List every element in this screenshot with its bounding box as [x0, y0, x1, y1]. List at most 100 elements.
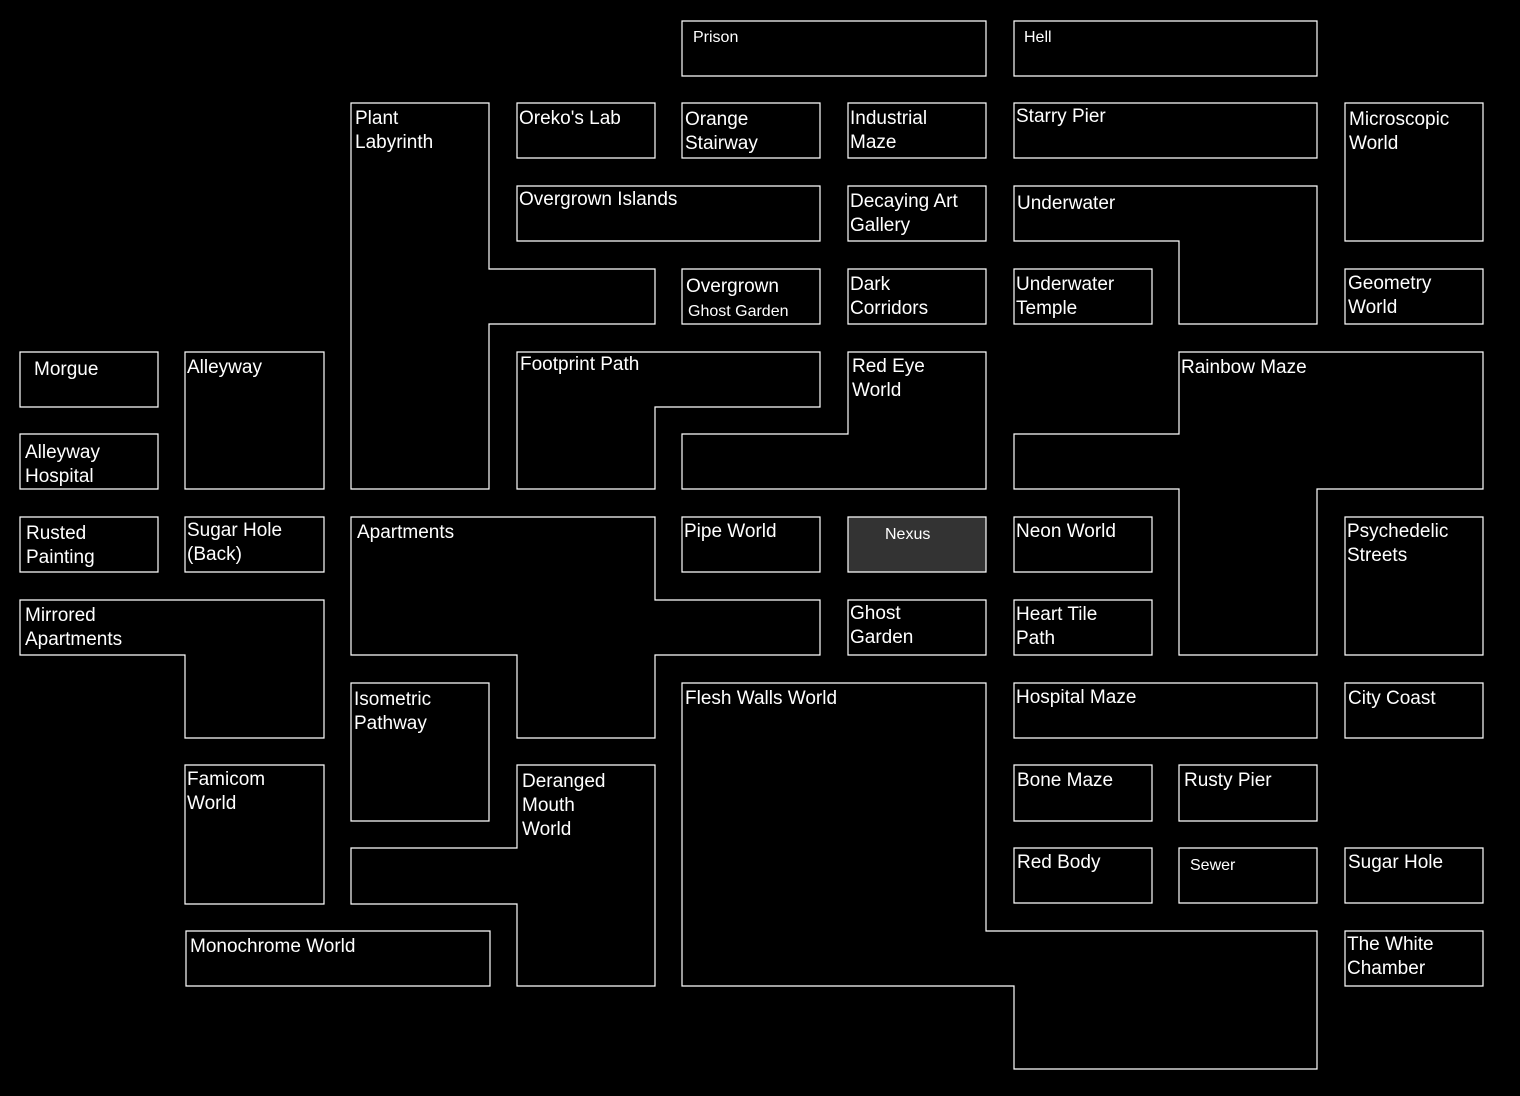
- room-label: Monochrome World: [190, 936, 355, 957]
- room-label-line: Hospital Maze: [1016, 687, 1136, 708]
- room-outline: [1344, 102, 1484, 242]
- room-label-line: Apartments: [357, 522, 454, 543]
- room-outline: [19, 599, 325, 739]
- room-outline: [184, 351, 325, 490]
- map-room-apartments: Apartments: [350, 516, 821, 739]
- map-room-orekos-lab: Oreko's Lab: [516, 102, 656, 159]
- room-label-line: Hospital: [25, 466, 94, 487]
- room-outline: [681, 516, 821, 573]
- room-label-line: Overgrown Islands: [519, 189, 677, 210]
- room-outline: [1178, 847, 1318, 904]
- room-label-line: Decaying Art: [850, 191, 958, 212]
- map-room-sugar-hole: Sugar Hole: [1344, 847, 1484, 904]
- room-label: Flesh Walls World: [685, 688, 837, 709]
- map-room-morgue: Morgue: [19, 351, 159, 408]
- room-outline: [1013, 764, 1153, 822]
- room-label: Red Body: [1017, 852, 1101, 873]
- room-label-line: Microscopic: [1349, 109, 1449, 130]
- room-outline: [516, 351, 821, 490]
- room-label-line: Deranged: [522, 771, 605, 792]
- room-label-line: Pipe World: [684, 521, 777, 542]
- room-label-line: Psychedelic: [1347, 521, 1448, 542]
- room-outline: [1344, 930, 1484, 987]
- room-label: Bone Maze: [1017, 770, 1113, 791]
- room-label-line: Alleyway: [187, 357, 262, 378]
- room-outline: [350, 516, 821, 739]
- room-label: Footprint Path: [520, 354, 639, 375]
- room-outline: [185, 930, 491, 987]
- room-label-line: (Back): [187, 544, 242, 565]
- room-label-line: Red Body: [1017, 852, 1101, 873]
- map-room-sugar-hole-back: Sugar Hole (Back): [184, 516, 325, 573]
- map-room-bone-maze: Bone Maze: [1013, 764, 1153, 822]
- room-outline: [516, 102, 656, 159]
- room-label: Apartments: [357, 522, 454, 543]
- room-outline: [184, 516, 325, 573]
- room-outline: [847, 599, 987, 656]
- room-label-line: Overgrown: [686, 276, 779, 297]
- room-label-line: World: [1349, 133, 1398, 154]
- room-outline: [681, 351, 987, 490]
- room-outline: [1013, 185, 1318, 325]
- room-label-line: Rusty Pier: [1184, 770, 1272, 791]
- room-label-line: Monochrome World: [190, 936, 355, 957]
- room-label-line: Sugar Hole: [187, 520, 282, 541]
- room-outline: [1178, 764, 1318, 822]
- room-label-line: Red Eye: [852, 356, 925, 377]
- room-label-line: Alleyway: [25, 442, 100, 463]
- map-room-underwater: Underwater: [1013, 185, 1318, 325]
- room-label: Oreko's Lab: [519, 108, 621, 129]
- room-label-line: Underwater: [1017, 193, 1116, 214]
- room-label-line: Nexus: [885, 526, 930, 543]
- room-label-line: City Coast: [1348, 688, 1436, 709]
- map-room-nexus: Nexus: [847, 516, 987, 573]
- room-label-line: Plant: [355, 108, 399, 129]
- room-label: Morgue: [34, 359, 98, 380]
- map-room-flesh-walls-world: Flesh Walls World: [681, 682, 1318, 1070]
- room-label-line: Oreko's Lab: [519, 108, 621, 129]
- room-outline: [1013, 268, 1153, 325]
- room-outline: [19, 351, 159, 408]
- room-label-line: Dark: [850, 274, 891, 295]
- room-outline: [19, 433, 159, 490]
- room-outline: [516, 185, 821, 242]
- map-room-footprint-path: Footprint Path: [516, 351, 821, 490]
- room-outline: [847, 268, 987, 325]
- map-room-monochrome-world: Monochrome World: [185, 930, 491, 987]
- room-label-line: Flesh Walls World: [685, 688, 837, 709]
- room-label-line: The White: [1347, 934, 1434, 955]
- room-outline: [681, 102, 821, 159]
- room-label: Pipe World: [684, 521, 777, 542]
- room-label: Rainbow Maze: [1181, 357, 1307, 378]
- room-label-line: Orange: [685, 109, 748, 130]
- room-outline: [1013, 599, 1153, 656]
- map-room-red-body: Red Body: [1013, 847, 1153, 904]
- map-room-hospital-maze: Hospital Maze: [1013, 682, 1318, 739]
- room-label-line: Underwater: [1016, 274, 1115, 295]
- room-label-line: Temple: [1016, 298, 1077, 319]
- room-outline: [681, 20, 987, 77]
- room-label-line: Gallery: [850, 215, 911, 236]
- room-label-line: Industrial: [850, 108, 927, 129]
- room-label-line: Famicom: [187, 769, 265, 790]
- room-label-line: Heart Tile: [1016, 604, 1097, 625]
- room-label-line: Mouth: [522, 795, 575, 816]
- room-label-line: Hell: [1024, 29, 1052, 46]
- room-label-line: Sugar Hole: [1348, 852, 1443, 873]
- room-label: Neon World: [1016, 521, 1116, 542]
